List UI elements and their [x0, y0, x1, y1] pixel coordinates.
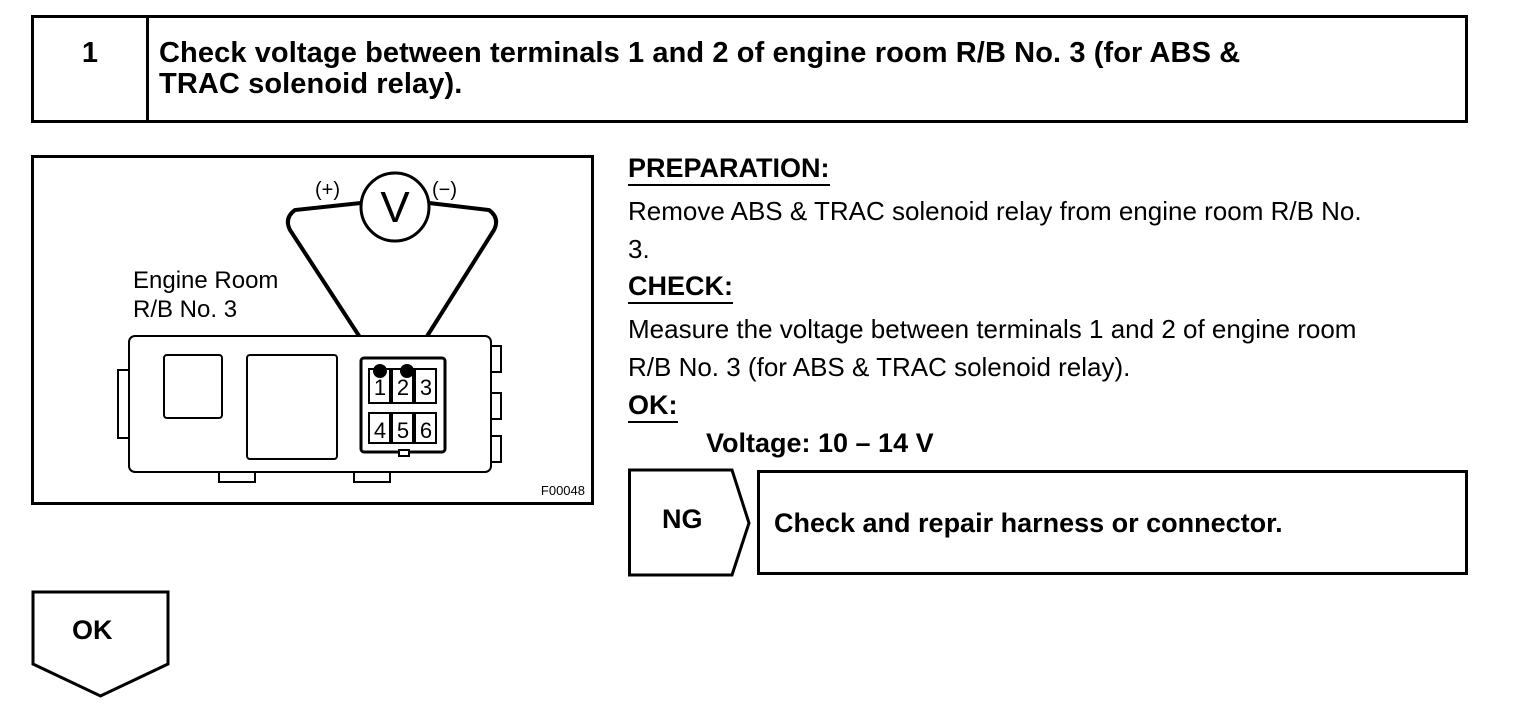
relay-block-clip-1	[490, 345, 502, 373]
relay-block-foot-2	[353, 471, 391, 483]
relay-block-clip-3	[490, 435, 502, 463]
check-heading: CHECK:	[628, 271, 733, 304]
relay-block-illustration: V (+) (−) 1 2 3 4 5 6	[31, 155, 594, 505]
check-text-line2: R/B No. 3 (for ABS & TRAC solenoid relay…	[628, 352, 1131, 382]
voltage-spec: Voltage: 10 – 14 V	[706, 428, 934, 458]
relay-block-label-line1: Engine Room	[133, 267, 279, 294]
preparation-heading: PREPARATION:	[628, 153, 830, 186]
preparation-text: Remove ABS & TRAC solenoid relay from en…	[628, 192, 1478, 268]
check-text: Measure the voltage between terminals 1 …	[628, 310, 1478, 386]
wiring-diagram: V (+) (−) 1 2 3 4 5 6	[117, 171, 502, 483]
relay-block-foot-1	[218, 471, 256, 483]
minus-probe-tip	[400, 364, 414, 378]
ok-arrow-icon	[31, 590, 170, 698]
relay-block-side-tab	[117, 369, 130, 439]
terminal-2-label: 2	[397, 375, 409, 400]
plus-lead	[285, 201, 382, 370]
voltmeter-icon	[359, 171, 431, 243]
meter-symbol: V	[380, 183, 410, 232]
ng-action-box: Check and repair harness or connector.	[757, 470, 1468, 575]
relay-block-label-line2: R/B No. 3	[133, 296, 238, 323]
terminal-3-label: 3	[420, 375, 432, 400]
minus-lead	[405, 201, 499, 370]
terminal-6-label: 6	[420, 418, 432, 443]
check-text-line1: Measure the voltage between terminals 1 …	[628, 314, 1357, 344]
step-header: 1 Check voltage between terminals 1 and …	[31, 15, 1468, 123]
relay-block-label: Engine Room R/B No. 3	[133, 266, 278, 324]
figure-code: F00048	[540, 483, 585, 498]
step-number: 1	[34, 18, 149, 120]
terminal-3-cell	[414, 368, 437, 404]
ok-heading: OK:	[628, 390, 678, 423]
relay-block-clip-2	[490, 392, 502, 420]
minus-probe-label: (−)	[432, 179, 457, 201]
step-title-line1: Check voltage between terminals 1 and 2 …	[159, 37, 1241, 69]
terminal-5-label: 5	[397, 418, 409, 443]
terminal-1-label: 1	[374, 375, 386, 400]
small-relay-socket	[163, 354, 223, 419]
terminal-6-cell	[414, 412, 437, 444]
ng-label: NG	[662, 504, 703, 534]
terminal-5-cell	[391, 412, 414, 444]
socket-key	[398, 449, 410, 457]
plus-probe-label: (+)	[315, 179, 340, 201]
large-relay-socket	[246, 354, 338, 460]
preparation-text-line1: Remove ABS & TRAC solenoid relay from en…	[628, 196, 1362, 226]
plus-probe-tip	[373, 364, 387, 378]
step-title-line2: TRAC solenoid relay).	[159, 68, 463, 100]
terminal-4-cell	[368, 412, 391, 444]
terminal-4-label: 4	[374, 418, 386, 443]
ng-arrow-icon	[628, 468, 751, 577]
ok-label: OK	[72, 615, 113, 645]
preparation-text-line2: 3.	[628, 234, 650, 264]
step-title: Check voltage between terminals 1 and 2 …	[149, 18, 1465, 120]
